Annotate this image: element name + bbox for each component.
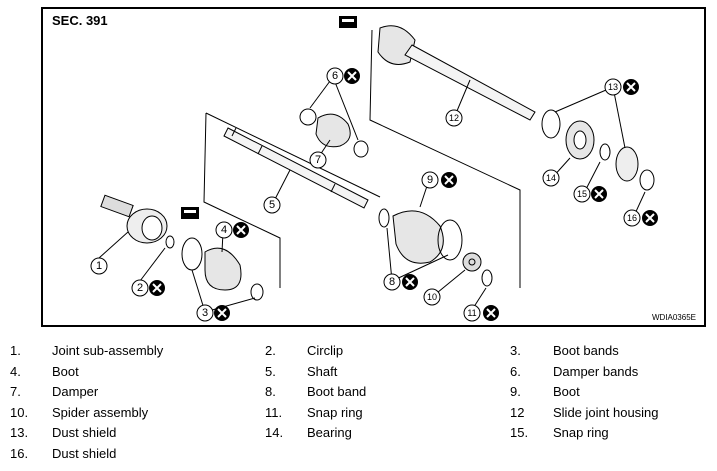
part-name: Boot band — [307, 384, 367, 400]
part-number: 4. — [10, 363, 21, 379]
callout-1: 1 — [96, 260, 102, 272]
part-name: Bearing — [307, 425, 352, 441]
callout-6: 6 — [332, 70, 338, 82]
spider-assembly — [462, 252, 493, 287]
part-number: 1. — [10, 343, 21, 358]
callout-12: 12 — [449, 113, 459, 123]
part-number: 3. — [510, 343, 521, 358]
part-name: Dust shield — [52, 445, 117, 461]
parts-row: 13. Dust shield 14. Bearing 15. Snap rin… — [0, 425, 717, 446]
part-number: 12 — [510, 404, 525, 420]
parts-list: 1. Joint sub-assembly 2. Circlip 3. Boot… — [0, 343, 717, 467]
part-number: 14. — [265, 425, 284, 441]
part-name: Boot bands — [553, 343, 619, 358]
part-name: Snap ring — [307, 404, 363, 420]
part-name: Joint sub-assembly — [52, 343, 164, 358]
slide-joint-bracket — [369, 29, 521, 288]
parts-row: 10. Spider assembly 11. Snap ring 12 Sli… — [0, 405, 717, 426]
part-number: 15. — [510, 425, 529, 441]
joint-sub-assembly — [100, 194, 175, 249]
part-name: Spider assembly — [52, 404, 149, 420]
spec-icon — [181, 207, 199, 219]
shaft-bracket — [203, 112, 281, 288]
callout-15: 15 — [577, 189, 587, 199]
drive-shaft-diagram: 1 2 3 4 5 6 7 8 9 10 11 12 13 14 15 16 — [90, 16, 658, 322]
snap-ring — [481, 269, 493, 287]
parts-row: 7. Damper 8. Boot band 9. Boot — [0, 384, 717, 405]
parts-row: 1. Joint sub-assembly 2. Circlip 3. Boot… — [0, 343, 717, 364]
part-name: Damper bands — [553, 363, 639, 379]
callout-14: 14 — [546, 173, 556, 183]
callout-9: 9 — [427, 174, 433, 186]
boot-and-bands — [181, 237, 264, 301]
part-name: Shaft — [307, 363, 338, 379]
part-number: 13. — [10, 425, 29, 441]
part-name: Dust shield — [52, 425, 117, 441]
callout-3: 3 — [202, 307, 208, 319]
bearing-group — [541, 109, 655, 191]
circlip — [165, 235, 175, 249]
boot-assembly — [378, 208, 463, 264]
part-number: 2. — [265, 343, 276, 358]
callout-4: 4 — [221, 224, 227, 236]
callout-5: 5 — [269, 199, 275, 211]
part-number: 6. — [510, 363, 521, 379]
part-number: 10. — [10, 404, 29, 420]
part-number: 8. — [265, 384, 276, 400]
callout-11: 11 — [467, 308, 476, 318]
part-number: 7. — [10, 384, 21, 400]
part-name: Slide joint housing — [553, 404, 659, 420]
exploded-view-figure: SEC. 391 WDIA0365E — [41, 7, 706, 327]
slide-joint-housing — [377, 25, 536, 121]
part-number: 9. — [510, 384, 521, 400]
part-name: Boot — [553, 384, 580, 400]
callout-13: 13 — [608, 82, 618, 92]
callout-16: 16 — [627, 213, 637, 223]
part-name: Snap ring — [553, 425, 609, 441]
part-number: 11. — [265, 404, 283, 420]
section-label: SEC. 391 — [52, 13, 108, 28]
shaft-bracket-top — [205, 112, 381, 198]
part-number: 16. — [10, 445, 29, 461]
parts-row: 16. Dust shield — [0, 446, 717, 467]
callout-2: 2 — [137, 282, 143, 294]
part-name: Damper — [52, 384, 99, 400]
part-number: 5. — [265, 363, 276, 379]
callout-7: 7 — [315, 154, 321, 166]
figure-code: WDIA0365E — [651, 313, 696, 322]
callout-10: 10 — [427, 292, 437, 302]
part-name: Boot — [52, 363, 79, 379]
damper-assembly — [299, 108, 369, 158]
callout-8: 8 — [389, 276, 395, 288]
spec-icon — [339, 16, 357, 28]
part-name: Circlip — [307, 343, 344, 358]
shaft — [223, 127, 369, 209]
parts-row: 4. Boot 5. Shaft 6. Damper bands — [0, 364, 717, 385]
